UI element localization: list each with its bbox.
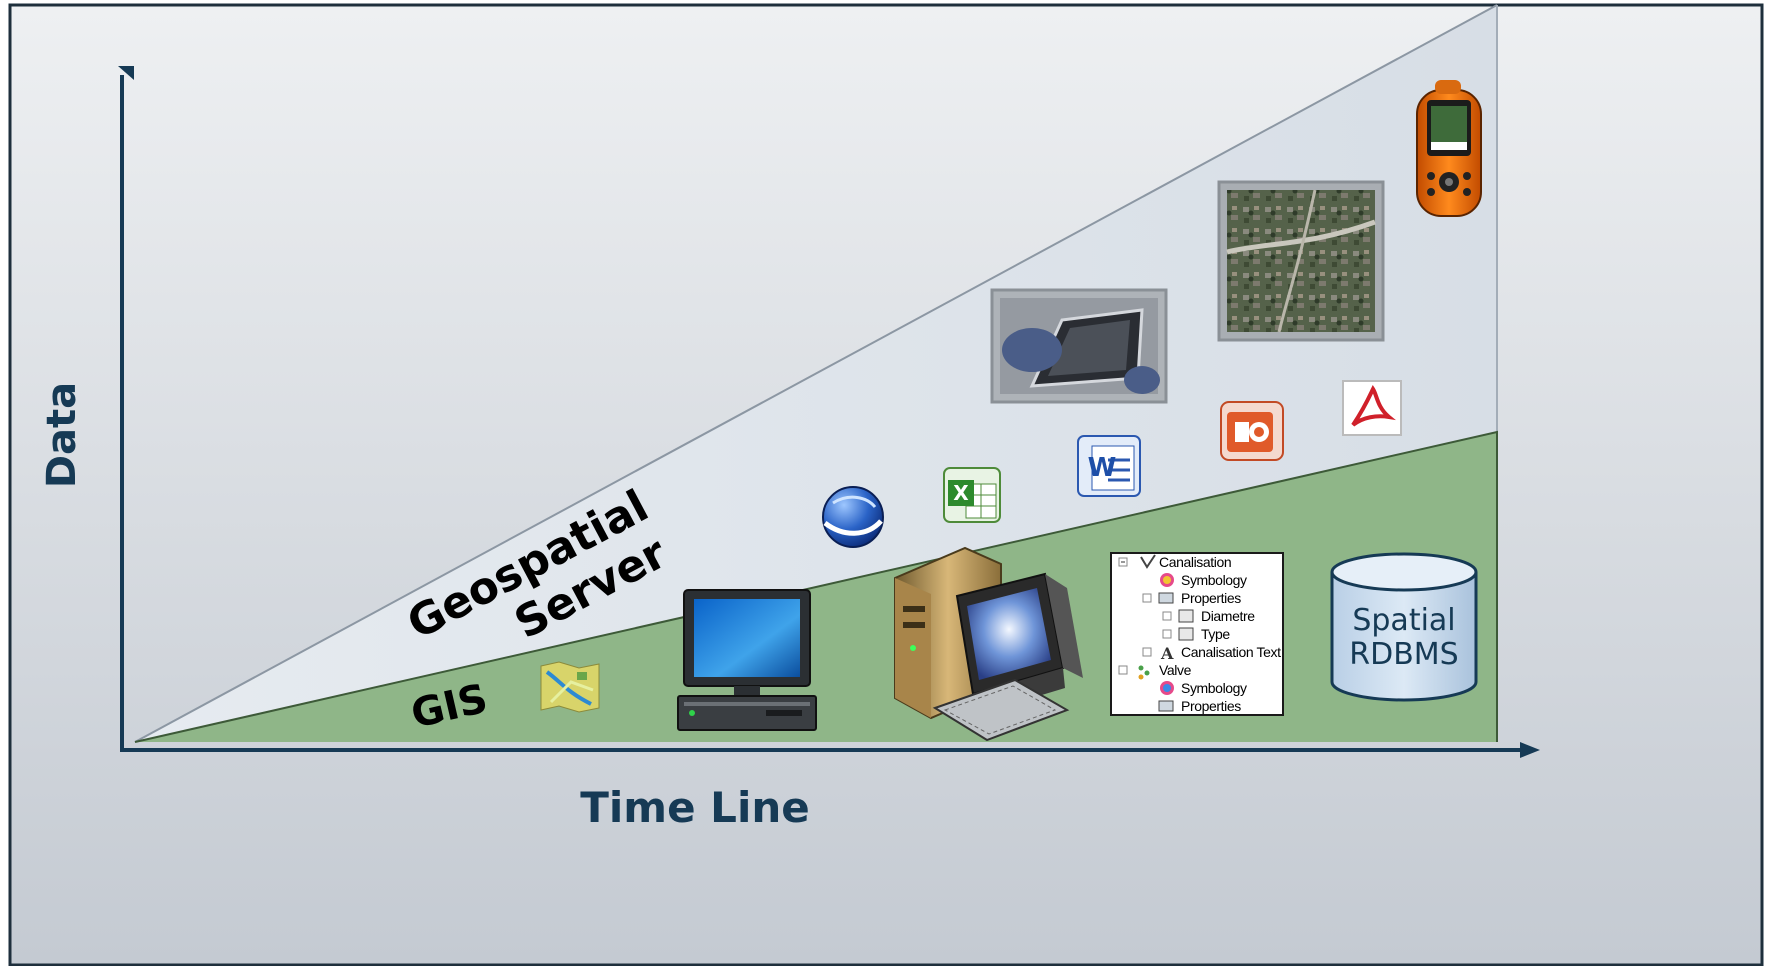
layer-tree-row: Symbology [1160,572,1247,588]
database-cylinder-icon: Spatial RDBMS [1330,552,1478,702]
database-label-line2: RDBMS [1349,637,1458,672]
gps-device-icon [1416,80,1482,217]
tree-item-label: Valve [1159,662,1192,678]
layer-tree-row: Properties [1142,590,1242,606]
google-earth-icon [822,486,884,548]
tablet-photo [990,288,1168,404]
gis-band-edge [134,430,1498,743]
tree-item-label: Symbology [1181,572,1247,588]
svg-text:A: A [1160,644,1174,663]
x-axis-arrowhead [1520,742,1540,758]
word-icon: W [1077,435,1141,497]
layer-tree-row: Symbology [1160,680,1247,696]
layer-tree-row: Canalisation [1118,554,1232,570]
svg-text:X: X [953,481,969,505]
tree-item-label: Properties [1181,590,1241,606]
y-axis-title: Data [39,382,85,488]
server-band-edge [134,4,1498,743]
workstation-computer-icon [894,546,1083,742]
layer-tree-row: Type [1162,626,1231,642]
layer-tree-row: A Canalisation Text [1142,644,1281,663]
tree-item-label: Canalisation [1159,554,1231,570]
tree-item-label: Type [1201,626,1230,642]
aerial-imagery-photo [1217,180,1385,342]
tree-item-label: Diametre [1201,608,1255,624]
tree-item-label: Symbology [1181,680,1247,696]
paper-map-icon [540,661,600,713]
layer-tree-row: Diametre [1162,608,1256,624]
excel-icon: X [943,467,1001,523]
svg-text:W: W [1088,453,1117,483]
powerpoint-icon [1220,401,1284,461]
layer-tree-row: Valve [1118,662,1192,680]
pdf-icon [1342,380,1402,436]
layer-tree-row: Properties [1158,698,1242,714]
desktop-computer-icon [677,589,817,731]
tree-item-label: Properties [1181,698,1241,714]
y-axis-arrowhead [118,66,134,80]
database-label-line1: Spatial [1352,603,1455,638]
x-axis-title: Time Line [580,783,809,832]
layer-tree-panel: Canalisation Symbology Properties Diamet… [1110,552,1284,716]
tree-item-label: Canalisation Text [1181,644,1281,660]
